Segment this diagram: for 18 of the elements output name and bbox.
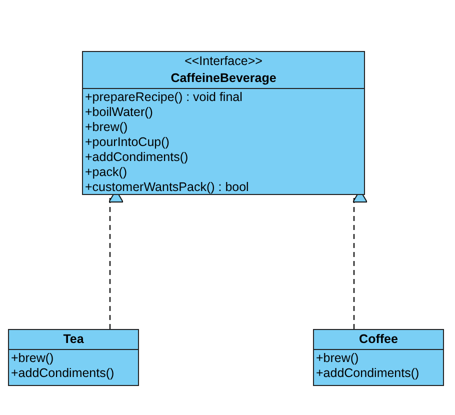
class-box: [82, 51, 365, 195]
class-box: [8, 329, 139, 386]
method-text: +brew(): [11, 351, 54, 366]
method-text: +brew(): [85, 120, 128, 135]
method-text: +customerWantsPack() : bool: [85, 180, 249, 195]
method-text: +boilWater(): [85, 105, 153, 120]
class-name: Coffee: [359, 331, 398, 348]
class-name: Tea: [63, 331, 84, 348]
method-text: +addCondiments(): [85, 150, 188, 165]
stereotype-label: <<Interface>>: [184, 53, 262, 70]
class-box: [313, 329, 444, 386]
method-text: +pourIntoCup(): [85, 135, 170, 150]
class-name: CaffeineBeverage: [170, 70, 276, 87]
method-text: +addCondiments(): [11, 366, 114, 381]
method-text: +brew(): [316, 351, 359, 366]
method-text: +pack(): [85, 165, 128, 180]
method-text: +prepareRecipe() : void final: [85, 90, 242, 105]
method-text: +addCondiments(): [316, 366, 420, 381]
